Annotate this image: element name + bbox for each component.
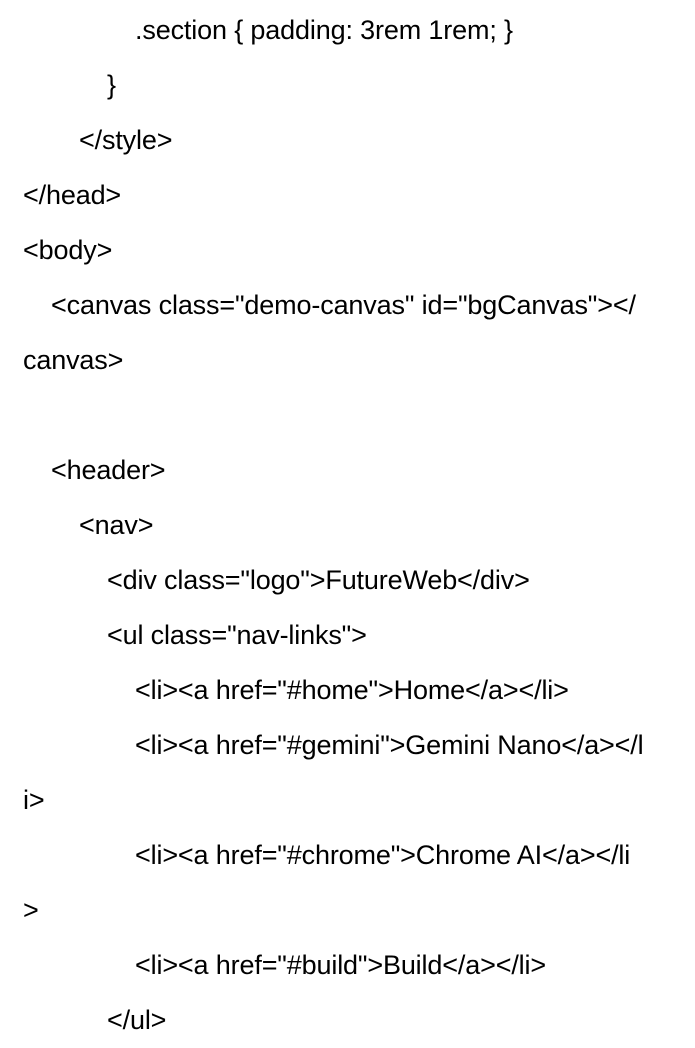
code-line: </style> xyxy=(23,113,645,168)
code-text-block[interactable]: .section { padding: 3rem 1rem; }} </style… xyxy=(23,3,645,1048)
code-line: <li><a href="#build">Build</a></li> xyxy=(23,938,645,993)
code-line-text: <li><a href="#chrome">Chrome AI</a></li> xyxy=(23,840,631,925)
code-line: <nav> xyxy=(23,498,645,553)
code-indent-spacer xyxy=(23,698,135,699)
code-line: </ul> xyxy=(23,993,645,1048)
code-line-text: } xyxy=(107,70,116,100)
code-line-text: <li><a href="#build">Build</a></li> xyxy=(135,950,546,980)
code-indent-spacer xyxy=(23,478,51,479)
code-line-text: </style> xyxy=(79,125,173,155)
code-line: } xyxy=(23,58,645,113)
code-line-text: <canvas class="demo-canvas" id="bgCanvas… xyxy=(23,290,636,375)
code-indent-spacer xyxy=(23,313,51,314)
code-line: <body> xyxy=(23,223,645,278)
code-line: </head> xyxy=(23,168,645,223)
code-line-text: <div class="logo">FutureWeb</div> xyxy=(107,565,530,595)
code-line-text: <ul class="nav-links"> xyxy=(107,620,367,650)
code-indent-spacer xyxy=(23,643,107,644)
code-line-text: <li><a href="#gemini">Gemini Nano</a></l… xyxy=(23,730,644,815)
code-indent-spacer xyxy=(23,93,107,94)
code-line: <canvas class="demo-canvas" id="bgCanvas… xyxy=(23,278,645,388)
code-indent-spacer xyxy=(23,38,135,39)
code-indent-spacer xyxy=(23,973,135,974)
code-line-text: <nav> xyxy=(79,510,154,540)
code-line-text: <body> xyxy=(23,235,113,265)
code-indent-spacer xyxy=(23,863,135,864)
code-line: <header> xyxy=(23,443,645,498)
code-indent-spacer xyxy=(23,148,79,149)
code-line-text: <header> xyxy=(51,455,166,485)
code-indent-spacer xyxy=(23,1028,107,1029)
code-line: <li><a href="#chrome">Chrome AI</a></li> xyxy=(23,828,645,938)
code-line-text: </head> xyxy=(23,180,122,210)
code-line-text: <li><a href="#home">Home</a></li> xyxy=(135,675,569,705)
code-line: <li><a href="#home">Home</a></li> xyxy=(23,663,645,718)
code-line: <ul class="nav-links"> xyxy=(23,608,645,663)
code-line-text: .section { padding: 3rem 1rem; } xyxy=(135,15,513,45)
code-line-text: </ul> xyxy=(107,1005,167,1035)
code-line xyxy=(23,388,645,443)
code-line: <li><a href="#gemini">Gemini Nano</a></l… xyxy=(23,718,645,828)
code-indent-spacer xyxy=(23,588,107,589)
code-line: <div class="logo">FutureWeb</div> xyxy=(23,553,645,608)
code-line: .section { padding: 3rem 1rem; } xyxy=(23,3,645,58)
code-indent-spacer xyxy=(23,753,135,754)
code-indent-spacer xyxy=(23,533,79,534)
